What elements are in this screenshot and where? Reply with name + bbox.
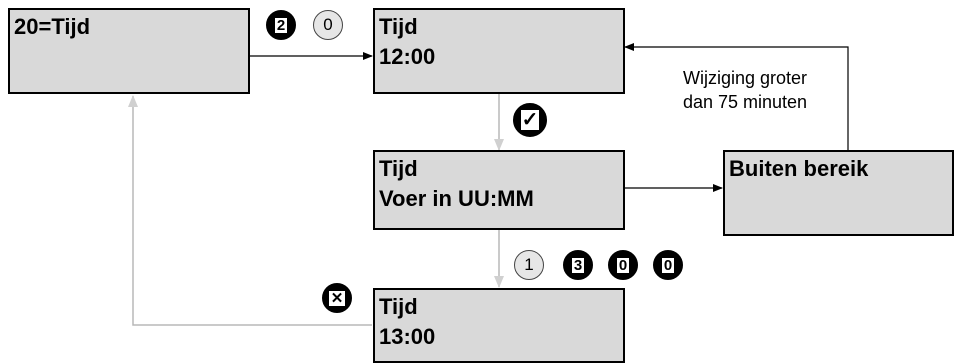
screen-line-1: Tijd [379, 156, 418, 181]
key-0-icon: 0 [313, 10, 343, 40]
ok-check-icon: ✓ [513, 103, 547, 137]
note-line-1: Wijziging groter [682, 68, 808, 88]
menu-screen: 20=Tijd [8, 8, 250, 94]
screen-line-1: Buiten bereik [729, 156, 869, 181]
arrow-newtime-to-menu [128, 95, 372, 326]
key-2-icon: 2 [266, 10, 296, 40]
key-1-icon: 1 [514, 250, 544, 280]
screen-line-2: 13:00 [379, 324, 436, 349]
note-line-2: dan 75 minuten [682, 92, 808, 112]
screen-line-2 [729, 184, 948, 214]
cancel-key-icon: ✕ [322, 283, 352, 313]
key-0-icon: 0 [653, 250, 683, 280]
new-time-screen: Tijd 13:00 [373, 288, 625, 363]
screen-line-2: 12:00 [379, 44, 436, 69]
current-time-screen: Tijd 12:00 [373, 8, 625, 94]
key-0-icon: 0 [608, 250, 638, 280]
out-of-range-screen: Buiten bereik [723, 150, 954, 236]
screen-line-1: Tijd [379, 14, 418, 39]
screen-line-2: Voer in UU:MM [379, 186, 534, 211]
screen-line-1: 20=Tijd [14, 14, 91, 39]
arrow-outofrange-to-time [624, 43, 849, 150]
key-3-icon: 3 [563, 250, 593, 280]
out-of-range-note: Wijziging groter dan 75 minuten [655, 66, 835, 114]
enter-time-screen: Tijd Voer in UU:MM [373, 150, 625, 230]
screen-line-1: Tijd [379, 294, 418, 319]
screen-line-2 [14, 42, 244, 72]
